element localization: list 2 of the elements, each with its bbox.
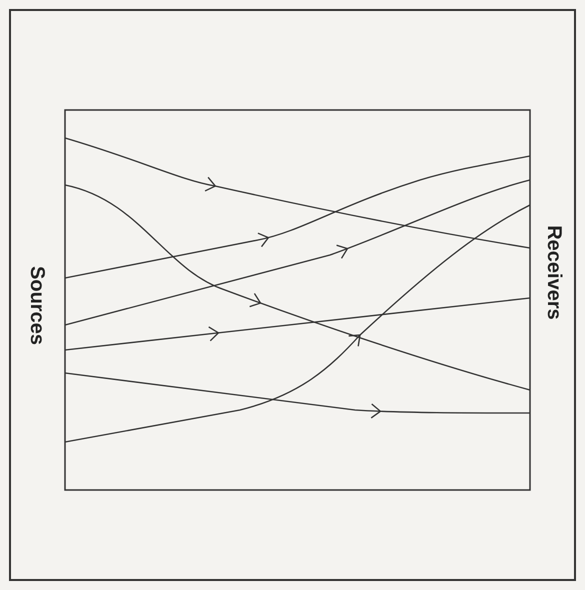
axis-label: Receivers	[541, 224, 564, 320]
axis-label: Sources	[24, 266, 48, 344]
